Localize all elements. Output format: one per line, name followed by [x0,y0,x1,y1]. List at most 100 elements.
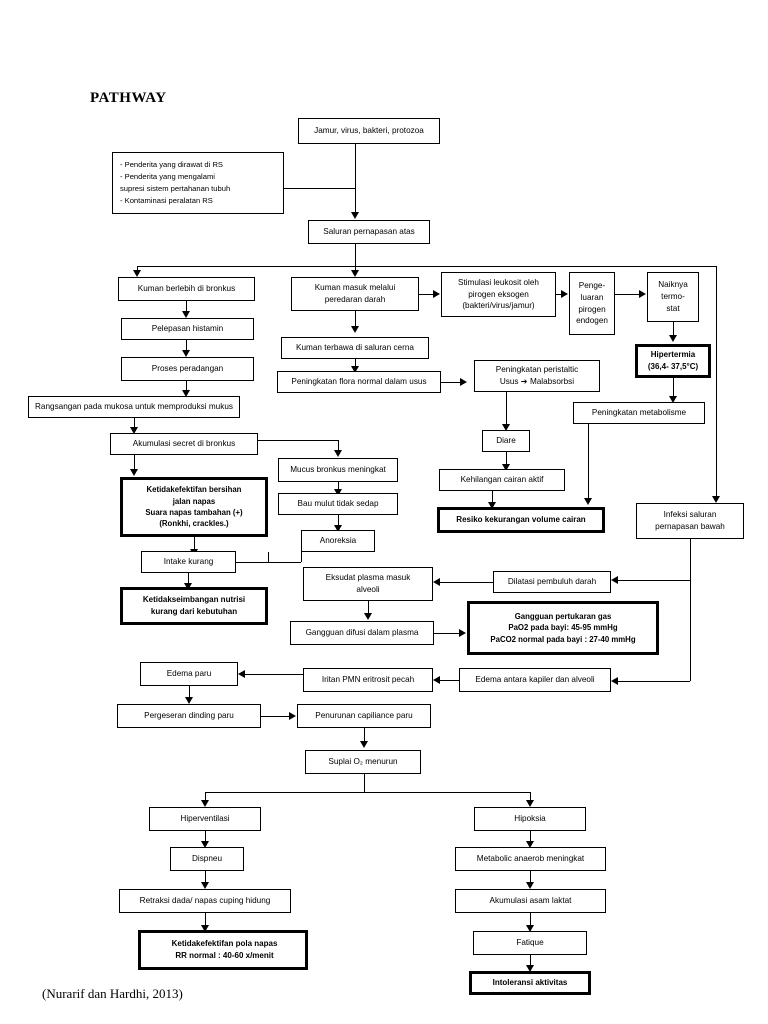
arrowhead-bau-mulut [333,489,342,496]
connector-stimulasi-pengeluaran [556,294,562,295]
arrowhead-hiperventilasi [200,800,209,807]
connector-mucus-bau [338,482,339,493]
arrowhead-dilatasi [611,575,618,584]
connector-hipertermia-metabolisme [673,378,674,400]
node-pengeluaran-pirogen: Penge- luaran pirogen endogen [569,272,615,335]
node-kuman-cerna: Kuman terbawa di saluran cerna [281,337,429,359]
node-flora-normal: Peningkatan flora normal dalam usus [277,371,441,393]
node-dispneu: Dispneu [170,847,244,871]
node-nutrisi-kurang: Ketidakseimbangan nutrisi kurang dari ke… [120,587,268,625]
connector-bus-stem [355,244,356,266]
arrowhead-edema-paru [238,669,245,678]
arrowhead-intoleransi [525,965,534,972]
node-fatique: Fatique [473,931,587,955]
node-rangsangan-mukosa: Rangsangan pada mukosa untuk memproduksi… [28,396,240,418]
node-pergeseran-dinding: Pergeseran dinding paru [117,704,261,728]
node-gangguan-difusi: Gangguan difusi dalam plasma [290,621,434,645]
connector-infeksi-dilatasi [618,580,690,581]
connector-metabolisme-resiko [588,424,589,501]
node-iritan-pmn: Iritan PMN eritrosit pecah [303,668,433,692]
connector-akumulasi-mucus-v [338,440,339,453]
node-etiologi: Jamur, virus, bakteri, protozoa [298,118,440,144]
connector-diare-kehilangan [506,452,507,468]
connector-kumandarah-stimulasi [419,294,434,295]
arrowhead-nutrisi [183,583,192,590]
connector-edemaparu-pergeseran [189,686,190,701]
connector-infeksi-edemakapiler [618,681,690,682]
arrowhead-hipoksia [525,800,534,807]
node-pelepasan-histamin: Pelepasan histamin [121,318,254,340]
arrowhead-stimulasi [433,289,440,298]
connector-kumandarah-cerna [355,311,356,329]
arrowhead-resiko-cairan [487,502,496,509]
connector-pengeluaran-termostat [615,294,640,295]
node-kehilangan-cairan: Kehilangan cairan aktif [439,469,565,491]
node-intoleransi-aktivitas: Intoleransi aktivitas [469,971,591,995]
connector-etiologi-saluran [355,144,356,217]
node-eksudat-plasma: Eksudat plasma masuk alveoli [303,567,433,601]
arrowhead-pelepasan-histamin [181,311,190,318]
arrowhead-difusi [363,613,372,620]
node-penurunan-capilliance: Penurunan capiliance paru [297,704,431,728]
arrowhead-dispneu [200,841,209,848]
connector-hipoksia-metabolic [530,831,531,845]
connector-suplai-bus-left [205,792,206,804]
node-resiko-kekurangan-cairan: Resiko kekurangan volume cairan [437,507,605,533]
arrowhead-retraksi [200,882,209,889]
arrowhead-gangguan-gas [459,628,466,637]
connector-pelepasan-peradangan [186,340,187,354]
arrowhead-pola-napas [200,925,209,932]
node-hiperventilasi: Hiperventilasi [149,807,261,831]
connector-flora-peristaltik [441,382,461,383]
connector-akumulasi-bersihan [134,455,135,473]
arrowhead-proses-peradangan [181,350,190,357]
connector-dilatasi-eksudat [440,582,493,583]
connector-retraksi-polanapas [205,913,206,929]
node-akumulasi-asam-laktat: Akumulasi asam laktat [455,889,606,913]
arrowhead-iritan [433,675,440,684]
page-title: PATHWAY [90,90,167,106]
arrowhead-resiko-cairan-right [583,498,592,505]
connector-pergeseran-capilliance [261,716,290,717]
connector-edemakapiler-iritan [440,680,459,681]
arrowhead-metabolic [525,841,534,848]
arrowhead-mucus [333,450,342,457]
node-bersihan-jalan-napas: Ketidakefektifan bersihan jalan napas Su… [120,477,268,537]
connector-dispneu-retraksi [205,871,206,886]
connector-suplai-bus-h [205,792,530,793]
node-retraksi-dada: Retraksi dada/ napas cuping hidung [119,889,291,913]
connector-kumanbronkus-pelepasan [186,301,187,315]
connector-kehilangan-resiko [492,491,493,506]
connector-intake-nutrisi [188,573,189,587]
node-diare: Diare [482,430,530,452]
arrowhead-asam-laktat [525,882,534,889]
connector-capilliance-suplai [364,728,365,745]
node-kuman-bronkus: Kuman berlebih di bronkus [118,277,255,301]
arrowhead-capilliance [289,711,296,720]
connector-anoreksia-intake-v1 [301,552,302,562]
connector-fatique-intoleransi [530,955,531,969]
node-dilatasi-pembuluh: Dilatasi pembuluh darah [493,571,611,593]
connector-anoreksia-intake-h2 [236,562,268,563]
connector-bus-right-drop [716,266,717,499]
node-peningkatan-metabolisme: Peningkatan metabolisme [573,402,705,424]
connector-bus-horizontal [137,266,716,267]
arrowhead-kuman-bronkus [132,270,141,277]
arrowhead-kuman-cerna [350,326,359,333]
connector-bau-anoreksia [338,515,339,529]
connector-cerna-flora [355,359,356,371]
node-kuman-darah: Kuman masuk melalui peredaran darah [291,277,419,311]
connector-akumulasi-mucus-h [258,440,338,441]
connector-hiperventilasi-dispneu [205,831,206,845]
arrowhead-pengeluaran [561,289,568,298]
node-gangguan-pertukaran-gas: Gangguan pertukaran gas PaO2 pada bayi: … [467,601,659,655]
arrowhead-saluran-atas [350,212,359,219]
connector-suplai-bus-stem [364,774,365,792]
arrowhead-peristaltik [460,377,467,386]
node-mucus-bronkus: Mucus bronkus meningkat [278,458,398,482]
node-hipertermia: Hipertermia (36,4- 37,5°C) [635,344,711,378]
node-stimulasi-leukosit: Stimulasi leukosit oleh pirogen eksogen … [441,272,556,317]
connector-suplai-bus-right [530,792,531,804]
node-suplai-o2: Suplai O₂ menurun [305,750,421,774]
